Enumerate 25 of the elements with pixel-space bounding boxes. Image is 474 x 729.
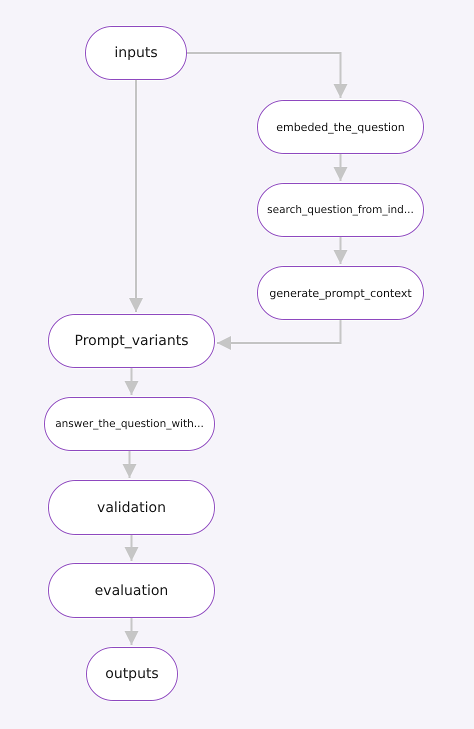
process-node [85, 26, 187, 80]
node-label: search_question_from_ind... [267, 204, 414, 216]
arrow [124, 535, 138, 561]
node-label: evaluation [94, 582, 168, 598]
node-label: validation [97, 500, 166, 516]
process-node [48, 314, 215, 368]
process-node [257, 100, 424, 154]
arrow [217, 320, 342, 350]
node-label: embeded_the_question [276, 120, 405, 134]
arrow [129, 80, 143, 312]
arrow [122, 451, 136, 478]
arrow [187, 52, 348, 98]
arrow [124, 368, 138, 395]
arrow [334, 237, 348, 264]
process-node [257, 266, 424, 320]
node-label: inputs [114, 45, 158, 61]
arrow [124, 618, 138, 645]
process-node [257, 183, 424, 237]
node-label: outputs [105, 666, 159, 682]
node-label: generate_prompt_context [269, 286, 412, 300]
node-label: answer_the_question_with... [55, 418, 204, 430]
process-node [44, 397, 215, 451]
process-node [86, 647, 178, 701]
arrow [334, 154, 348, 181]
node-label: Prompt_variants [74, 333, 188, 349]
